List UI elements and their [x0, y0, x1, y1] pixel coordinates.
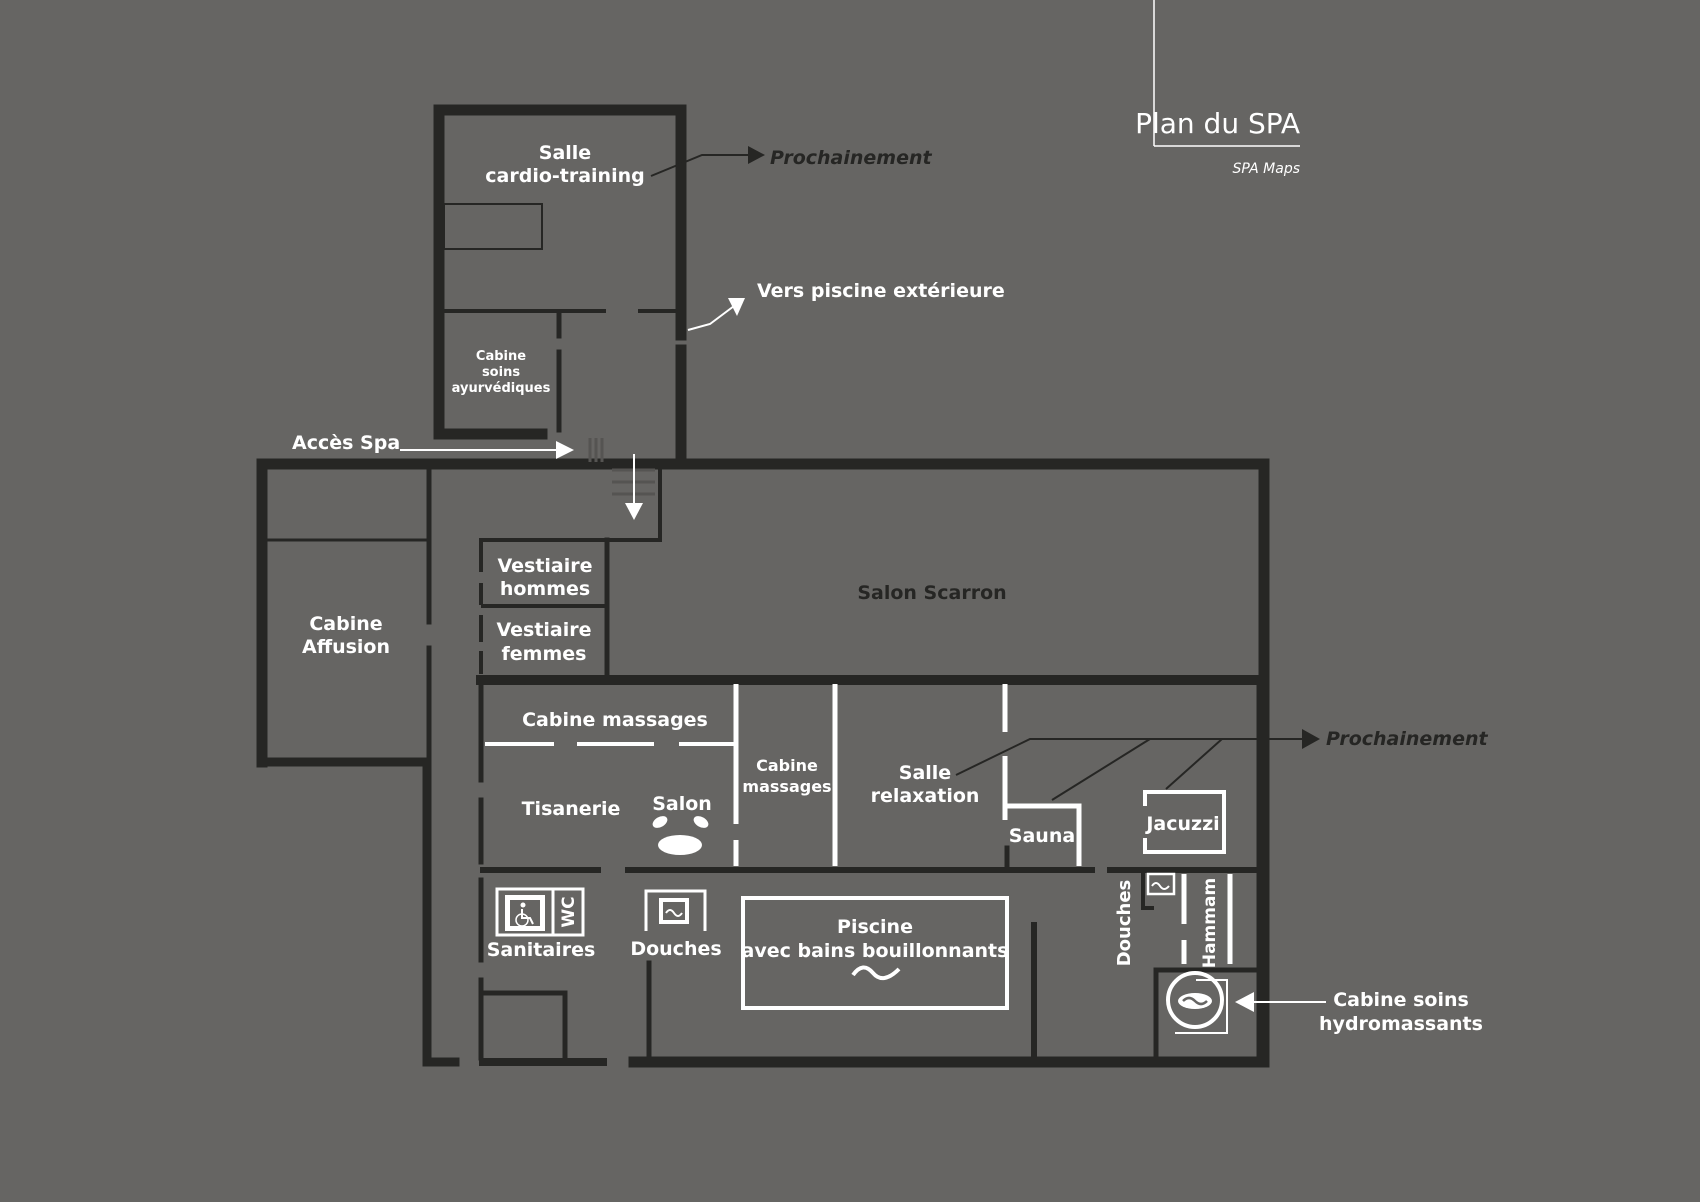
outdoor-pool-label: Vers piscine extérieure — [757, 280, 1005, 302]
label-massage-cabin: Cabine massages — [522, 709, 708, 731]
label-cardio-2: cardio-training — [485, 165, 644, 187]
hammam-shower-icon — [1146, 872, 1176, 896]
label-massage-cabin2-2: massages — [742, 777, 831, 796]
label-ayur-1: Cabine — [476, 349, 526, 364]
wave-icon — [851, 965, 901, 981]
map-title: Plan du SPA — [1135, 107, 1300, 140]
label-vest-men-2: hommes — [500, 578, 590, 600]
white-walls — [485, 684, 1233, 1010]
annotations: Prochainement Vers piscine extérieure Ac… — [292, 146, 1489, 1035]
shower-icon — [644, 889, 707, 931]
label-vest-women-2: femmes — [502, 643, 587, 665]
arrow-icon — [1302, 729, 1320, 749]
arrow-icon — [625, 503, 643, 520]
label-ayur-2: soins — [482, 365, 520, 380]
title-block: Plan du SPA SPA Maps — [1135, 0, 1300, 177]
label-sanitaires: Sanitaires — [487, 939, 596, 961]
label-massage-cabin2-1: Cabine — [756, 756, 818, 775]
wc-label: WC — [559, 896, 579, 927]
hydro-label-2: hydromassants — [1319, 1013, 1483, 1035]
coming-soon-right: Prochainement — [1326, 728, 1489, 750]
label-vest-women-1: Vestiaire — [496, 619, 591, 641]
hydromassage-icon — [1166, 971, 1228, 1034]
label-hammam: Hammam — [1200, 878, 1220, 968]
arrow-icon — [556, 441, 574, 459]
hydro-label-1: Cabine soins — [1333, 989, 1469, 1011]
walls — [256, 104, 1270, 1068]
label-affusion-2: Affusion — [302, 636, 390, 658]
arrow-icon — [728, 298, 745, 316]
label-salon-scarron: Salon Scarron — [857, 582, 1006, 604]
coming-soon-top: Prochainement — [770, 147, 933, 169]
room-labels: Salle cardio-training Cabine soins ayurv… — [302, 142, 1220, 968]
label-jacuzzi: Jacuzzi — [1144, 813, 1219, 835]
label-sauna: Sauna — [1009, 825, 1075, 847]
wheelchair-icon: WC — [495, 887, 585, 937]
spa-access-label: Accès Spa — [292, 432, 400, 454]
label-vest-men-1: Vestiaire — [497, 555, 592, 577]
label-douches: Douches — [630, 938, 721, 960]
arrow-icon — [748, 146, 765, 164]
label-ayur-3: ayurvédiques — [452, 381, 551, 396]
label-relax-1: Salle — [899, 762, 951, 784]
label-pool-1: Piscine — [837, 916, 913, 938]
map-subtitle: SPA Maps — [1233, 161, 1301, 177]
label-tisanerie: Tisanerie — [522, 798, 621, 820]
arrow-icon — [1235, 992, 1254, 1012]
label-douches-vertical: Douches — [1114, 880, 1135, 967]
label-pool-2: avec bains bouillonnants — [742, 940, 1009, 962]
label-cardio-1: Salle — [539, 142, 591, 164]
label-relax-2: relaxation — [871, 785, 980, 807]
salon-furniture-icon — [652, 816, 709, 855]
label-salon: Salon — [652, 793, 712, 815]
label-affusion-1: Cabine — [309, 613, 382, 635]
